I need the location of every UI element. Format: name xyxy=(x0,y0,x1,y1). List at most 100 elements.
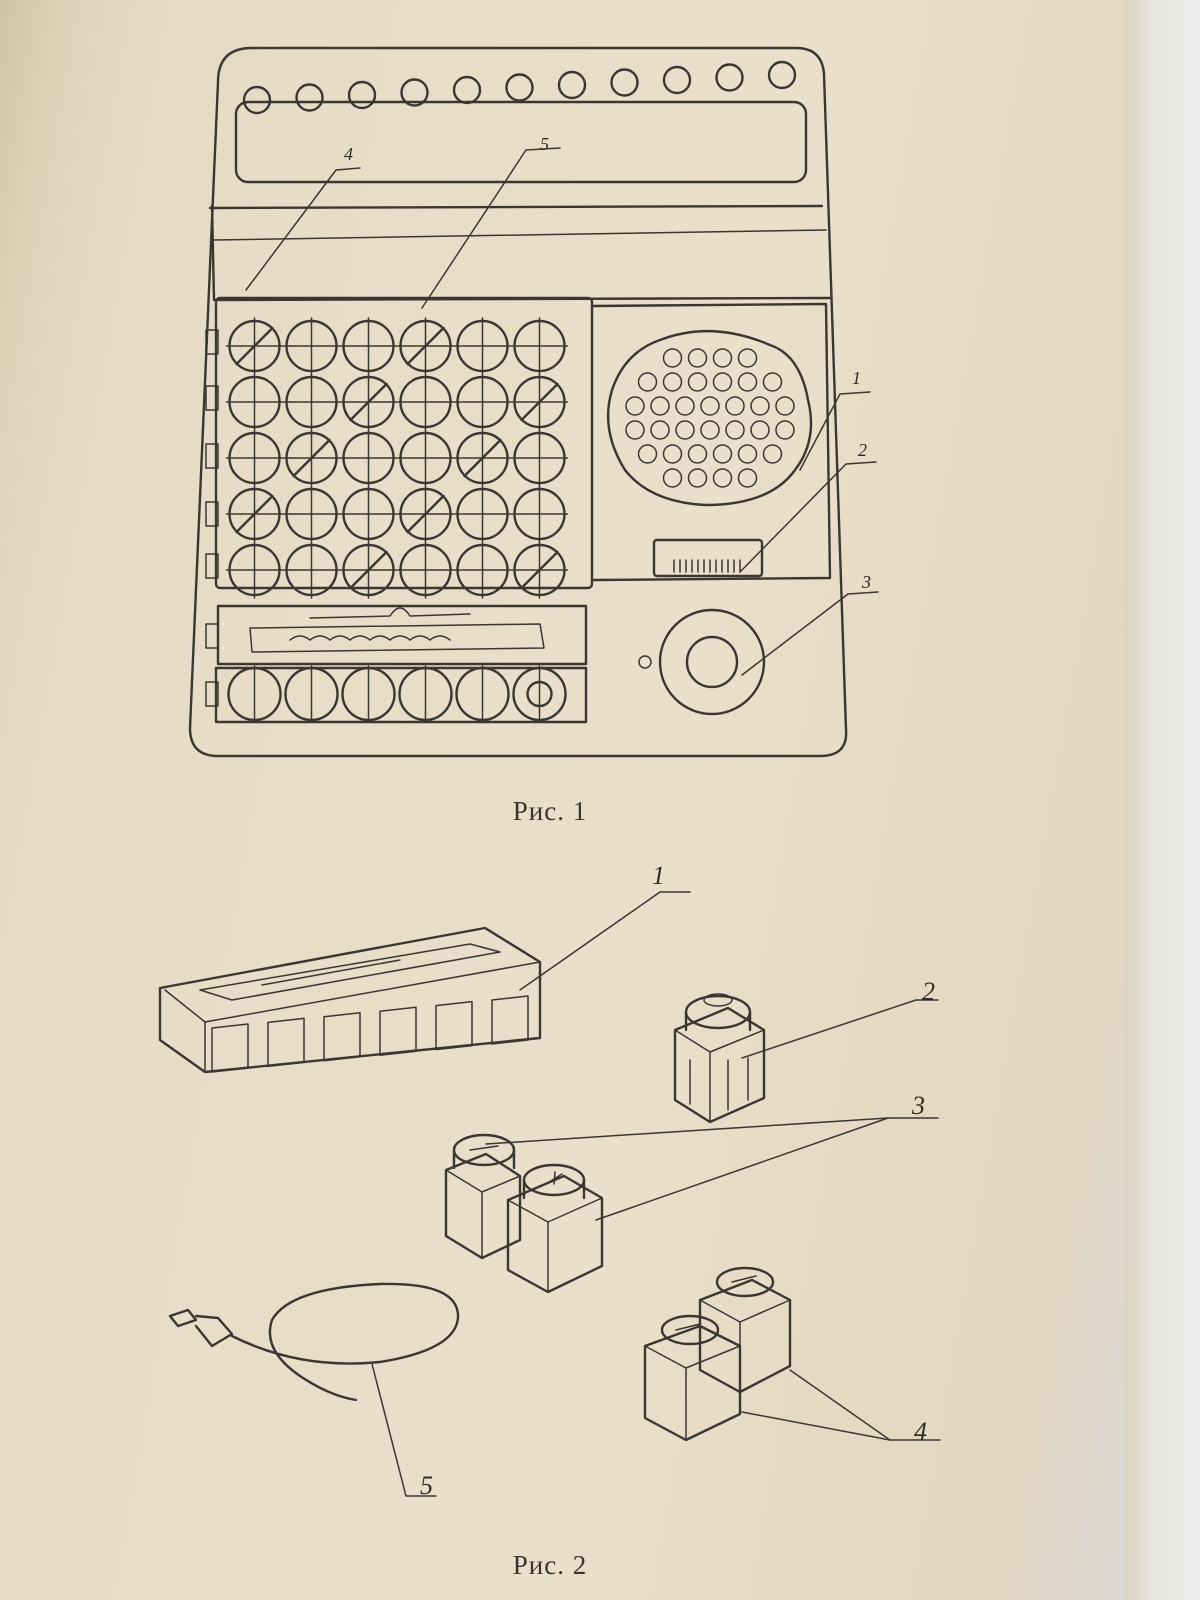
top-hole xyxy=(452,75,482,105)
top-hole xyxy=(295,83,324,112)
fig2-callout-4: 4 xyxy=(914,1417,927,1446)
speaker-hole xyxy=(725,396,745,416)
top-hole xyxy=(505,73,534,102)
top-hole xyxy=(715,63,744,92)
case-outline xyxy=(188,46,848,758)
figure-2-caption: Рис. 2 xyxy=(512,1550,588,1580)
top-hole xyxy=(662,65,692,95)
speaker-hole xyxy=(725,420,745,440)
speaker-hole xyxy=(750,396,770,416)
top-hole xyxy=(767,60,797,90)
cell-diagonal xyxy=(406,494,445,534)
speaker-hole xyxy=(662,348,683,368)
speaker-hole xyxy=(750,420,770,440)
speaker-hole xyxy=(712,348,733,368)
speaker-hole xyxy=(762,372,783,392)
bottom-strip xyxy=(216,604,588,666)
callout-3: 3 xyxy=(861,572,871,592)
speaker-grille xyxy=(606,329,813,507)
bottom-circles xyxy=(227,665,567,723)
left-tab xyxy=(205,623,219,649)
component-grid-frame xyxy=(214,296,594,590)
callout-5: 5 xyxy=(540,134,549,154)
speaker-hole xyxy=(687,348,708,368)
block-leg xyxy=(211,1023,249,1073)
block-leg xyxy=(323,1012,361,1062)
speaker-hole xyxy=(625,396,645,416)
left-tab xyxy=(205,385,219,411)
speaker-hole xyxy=(675,396,695,416)
page-edge xyxy=(1125,0,1200,1600)
figure-1-caption: Рис. 1 xyxy=(512,796,588,826)
top-holes xyxy=(242,60,797,115)
speaker-hole xyxy=(700,396,720,416)
top-panel xyxy=(234,100,808,184)
top-hole xyxy=(400,78,429,107)
cell-diagonal xyxy=(235,326,274,366)
cell-diagonal xyxy=(349,382,388,422)
speaker-hole xyxy=(687,468,708,488)
cell-diagonal xyxy=(349,550,388,590)
lid-strip xyxy=(208,204,832,302)
speaker-hole xyxy=(737,444,758,464)
fig2-callout-1: 1 xyxy=(652,861,665,890)
left-tab xyxy=(205,501,219,527)
top-hole xyxy=(610,68,639,97)
speaker-hole xyxy=(662,372,683,392)
speaker-hole xyxy=(712,372,733,392)
fig2-callout-2: 2 xyxy=(922,977,935,1006)
speaker-hole xyxy=(712,468,733,488)
block-leg xyxy=(435,1000,473,1051)
indicator-dot xyxy=(638,655,652,669)
callout-1: 1 xyxy=(852,368,861,388)
cell-diagonal xyxy=(520,550,559,590)
speaker-hole xyxy=(775,420,795,440)
cell-diagonal xyxy=(292,438,331,478)
component-grid xyxy=(225,317,569,599)
speaker-hole xyxy=(637,372,658,392)
speaker-hole xyxy=(737,348,758,368)
item-3-modules xyxy=(444,1133,604,1294)
cell-diagonal xyxy=(520,382,559,422)
cell-diagonal xyxy=(406,326,445,366)
top-hole xyxy=(557,70,587,100)
speaker-hole xyxy=(687,444,708,464)
speaker-holes xyxy=(625,348,795,488)
fig2-callout-5: 5 xyxy=(420,1471,433,1500)
left-tab xyxy=(205,553,219,579)
block-leg xyxy=(491,995,529,1045)
right-panel xyxy=(590,302,832,582)
volume-knob-inner xyxy=(685,635,739,689)
item-1-long-block xyxy=(158,926,542,1074)
block-leg xyxy=(267,1017,305,1068)
bottom-row-frame xyxy=(214,666,588,724)
speaker-hole xyxy=(637,444,658,464)
speaker-hole xyxy=(775,396,795,416)
speaker-hole xyxy=(662,468,683,488)
speaker-hole xyxy=(625,420,645,440)
item-2-knob-module xyxy=(673,993,766,1124)
callout-4: 4 xyxy=(344,144,353,164)
speaker-hole xyxy=(712,444,733,464)
speaker-hole xyxy=(662,444,683,464)
speaker-hole xyxy=(737,468,758,488)
left-tab xyxy=(205,329,219,355)
speaker-hole xyxy=(700,420,720,440)
left-tab xyxy=(205,443,219,469)
speaker-hole xyxy=(675,420,695,440)
speaker-hole xyxy=(762,444,783,464)
top-hole xyxy=(242,85,272,115)
speaker-hole xyxy=(650,396,670,416)
bottom-circle-inner xyxy=(526,680,553,708)
item-4-modules xyxy=(643,1266,792,1442)
figure-2-drawing xyxy=(158,926,941,1497)
top-hole xyxy=(347,80,377,110)
cell-diagonal xyxy=(235,494,274,534)
speaker-hole xyxy=(650,420,670,440)
switch-ribs xyxy=(673,559,741,573)
left-tab xyxy=(205,681,219,707)
speaker-hole xyxy=(687,372,708,392)
block-leg xyxy=(379,1006,417,1056)
